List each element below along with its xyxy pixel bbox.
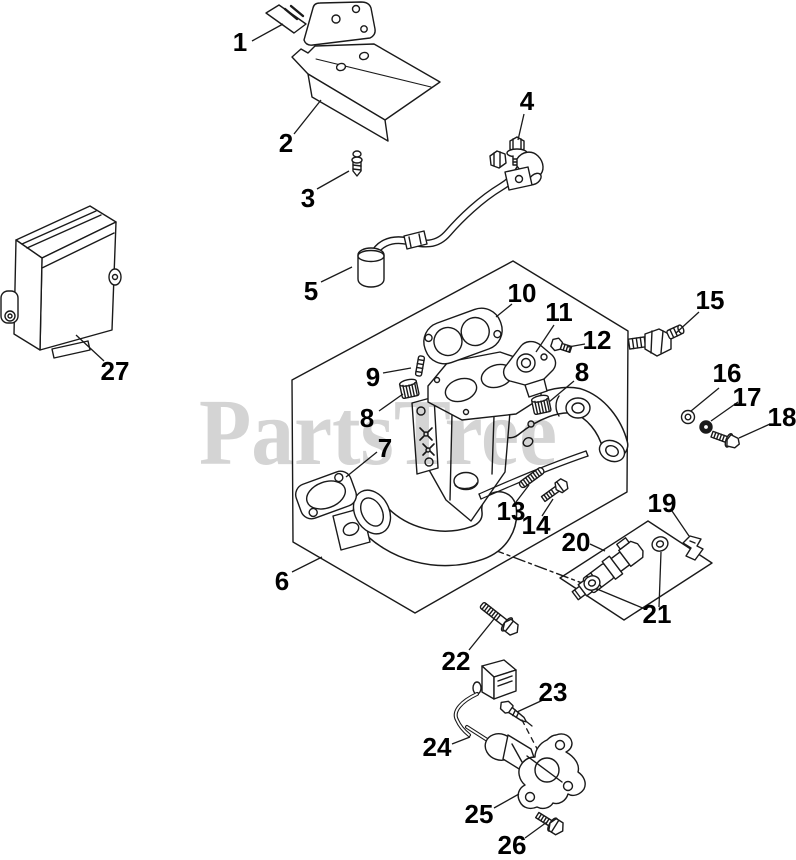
callout-3-label: 3 [301, 183, 315, 213]
callout-24: 24 [423, 732, 471, 762]
callout-26: 26 [498, 821, 548, 860]
callout-4: 4 [517, 86, 535, 141]
callout-14-label: 14 [522, 510, 551, 540]
callout-25-label: 25 [465, 799, 494, 829]
part-23-screw [499, 700, 528, 723]
callout-16: 16 [690, 358, 742, 412]
callout-11-label: 11 [545, 297, 573, 327]
callout-25: 25 [465, 793, 520, 829]
callout-19: 19 [648, 488, 690, 537]
part-25-bracket-plate [517, 733, 586, 810]
callout-23-label: 23 [539, 677, 568, 707]
callout-2: 2 [279, 99, 322, 158]
callout-26-label: 26 [498, 830, 527, 860]
callout-27: 27 [75, 334, 130, 386]
callout-5-label: 5 [304, 276, 318, 306]
callout-2-label: 2 [279, 128, 293, 158]
part-7-gasket [294, 470, 358, 520]
part-23-tip-mark [526, 721, 533, 727]
part-22-bolt [479, 602, 519, 636]
part-1-bracket [265, 1, 376, 46]
callouts: 1 2 3 4 5 6 7 8 [75, 23, 796, 860]
callout-8-left: 8 [360, 393, 404, 433]
callout-21: 21 [596, 551, 672, 629]
part-16-washer [680, 409, 696, 425]
callout-7: 7 [345, 433, 392, 478]
part-21-o-ring-lower [583, 575, 601, 591]
part-21-o-ring-upper [651, 536, 669, 552]
part-6-intake-manifold [332, 351, 629, 567]
callout-19-label: 19 [648, 488, 677, 518]
part-8-plug-left [398, 378, 420, 400]
callout-15-label: 15 [696, 285, 725, 315]
callout-23: 23 [516, 677, 568, 713]
part-9-stud [414, 355, 426, 377]
callout-6-label: 6 [275, 566, 289, 596]
part-3-screw [351, 150, 363, 177]
callout-3: 3 [301, 170, 350, 213]
callout-20-label: 20 [562, 527, 591, 557]
callout-21-label: 21 [643, 599, 672, 629]
watermark-text: PartsTree [199, 381, 557, 485]
callout-17-label: 17 [733, 382, 762, 412]
callout-13: 13 [497, 484, 530, 526]
part-24-sensor [453, 659, 537, 773]
part-15-elbow-fitting [627, 324, 685, 357]
callout-4-label: 4 [520, 86, 535, 116]
part-5-tube [357, 150, 544, 288]
part-26-screw [534, 811, 564, 836]
callout-8-right-label: 8 [575, 357, 589, 387]
callout-11: 11 [535, 297, 573, 353]
callout-17: 17 [710, 382, 762, 422]
callout-12-label: 12 [583, 325, 612, 355]
callout-10-label: 10 [508, 278, 537, 308]
callout-7-label: 7 [378, 433, 392, 463]
part-18-screw [710, 430, 740, 449]
callout-5: 5 [304, 266, 353, 306]
callout-14: 14 [522, 498, 554, 540]
callout-12: 12 [567, 325, 612, 355]
callout-9-label: 9 [366, 362, 380, 392]
part-11-bracket [502, 340, 557, 398]
part-14-bolt [540, 478, 569, 503]
parts-artwork [0, 1, 740, 836]
callout-8-left-label: 8 [360, 403, 374, 433]
callout-1-label: 1 [233, 27, 247, 57]
part-8-plug-right [530, 394, 552, 416]
callout-10: 10 [495, 278, 537, 318]
part-13-stud [518, 467, 545, 489]
callout-1: 1 [233, 23, 284, 57]
part-2-heat-shield [291, 43, 441, 142]
callout-8-right: 8 [548, 357, 589, 403]
part-10-gasket [423, 307, 503, 365]
callout-27-label: 27 [101, 356, 130, 386]
callout-16-label: 16 [713, 358, 742, 388]
callout-22-label: 22 [442, 646, 471, 676]
callout-6: 6 [275, 556, 323, 596]
callout-15: 15 [675, 285, 725, 334]
part-17-o-ring [699, 420, 713, 434]
part-27-control-module [0, 205, 122, 359]
part-19-clip [682, 535, 704, 561]
callout-24-label: 24 [423, 732, 452, 762]
callout-18: 18 [738, 402, 796, 439]
callout-18-label: 18 [768, 402, 796, 432]
manifold-assembly-box [291, 260, 629, 614]
callout-9: 9 [366, 362, 412, 392]
callout-13-label: 13 [497, 496, 526, 526]
callout-22: 22 [442, 618, 495, 676]
part-12-screw [550, 337, 573, 354]
callout-20: 20 [562, 527, 606, 557]
